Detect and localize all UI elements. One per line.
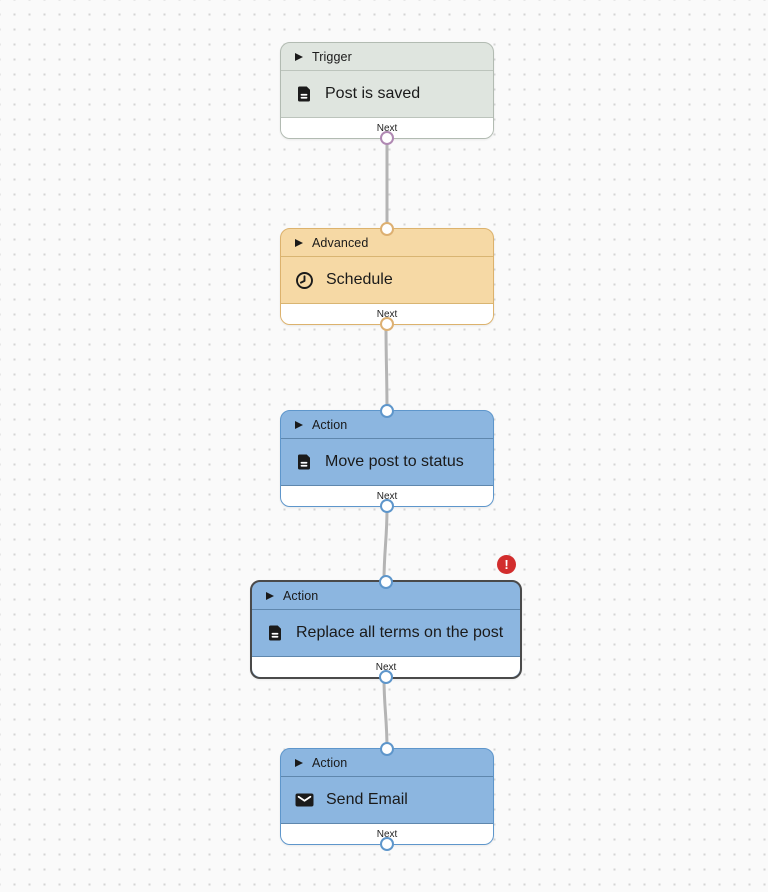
connector-port-out[interactable]	[380, 317, 394, 331]
node-category-label: Action	[312, 755, 348, 770]
play-icon	[295, 758, 303, 767]
connector-port-in[interactable]	[379, 575, 393, 589]
node-body: Schedule	[281, 257, 493, 303]
document-icon	[266, 624, 284, 642]
node-advanced-schedule[interactable]: Advanced Schedule Next	[280, 222, 494, 331]
connector-line	[382, 507, 389, 583]
node-header: Advanced	[281, 229, 493, 257]
node-next-label: Next	[281, 485, 493, 506]
node-action-move-post-to-status[interactable]: Action Move post to status Next	[280, 404, 494, 513]
node-header: Action	[281, 411, 493, 439]
node-title: Schedule	[326, 271, 393, 288]
node-next-label: Next	[281, 117, 493, 138]
error-badge: !	[497, 555, 516, 574]
node-body: Send Email	[281, 777, 493, 823]
node-body: Post is saved	[281, 71, 493, 117]
document-icon	[295, 453, 313, 471]
node-title: Move post to status	[325, 453, 464, 470]
node-body: Move post to status	[281, 439, 493, 485]
node-next-label: Next	[281, 823, 493, 844]
connector-port-out[interactable]	[379, 670, 393, 684]
node-next-label: Next	[281, 303, 493, 324]
node-header: Action	[252, 582, 520, 610]
node-title: Replace all terms on the post	[296, 624, 504, 641]
node-title: Post is saved	[325, 85, 421, 102]
node-category-label: Advanced	[312, 235, 369, 250]
node-action-send-email[interactable]: Action Send Email Next	[280, 742, 494, 851]
node-category-label: Trigger	[312, 49, 352, 64]
node-body: Replace all terms on the post	[252, 610, 520, 656]
connector-port-in[interactable]	[380, 404, 394, 418]
connector-line	[382, 676, 389, 751]
node-category-label: Action	[283, 588, 319, 603]
node-category-label: Action	[312, 417, 348, 432]
connector-port-out[interactable]	[380, 499, 394, 513]
play-icon	[295, 238, 303, 247]
document-icon	[295, 85, 313, 103]
node-title: Send Email	[326, 791, 408, 808]
connector-port-in[interactable]	[380, 222, 394, 236]
connector-port-in[interactable]	[380, 742, 394, 756]
play-icon	[295, 52, 303, 61]
connector-port-out[interactable]	[380, 837, 394, 851]
node-action-replace-all-terms[interactable]: ! Action Replace all terms on the post N…	[250, 555, 522, 684]
envelope-icon	[295, 793, 314, 807]
connector-port-out[interactable]	[380, 131, 394, 145]
node-header: Action	[281, 749, 493, 777]
play-icon	[266, 591, 274, 600]
node-header: Trigger	[281, 43, 493, 71]
node-next-label: Next	[252, 656, 520, 677]
clock-icon	[295, 271, 314, 290]
node-trigger-post-is-saved[interactable]: Trigger Post is saved Next	[280, 42, 494, 145]
play-icon	[295, 420, 303, 429]
connector-line	[384, 324, 389, 413]
